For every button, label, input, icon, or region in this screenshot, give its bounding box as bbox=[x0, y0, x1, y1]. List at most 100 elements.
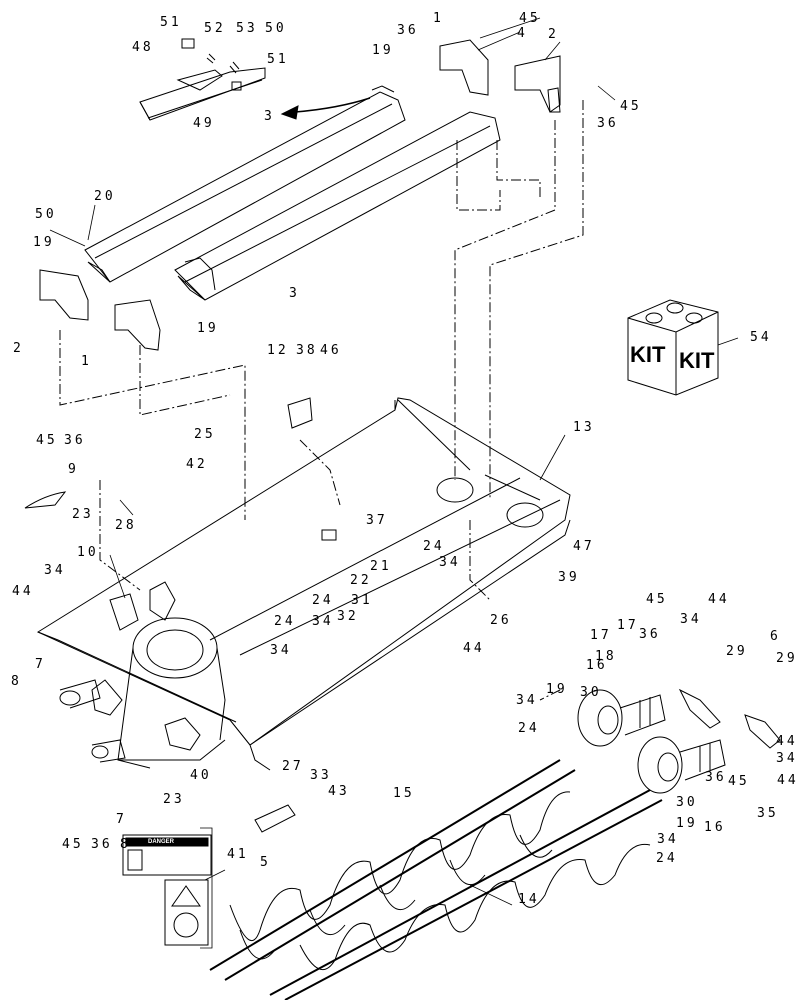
callout-label: 7 bbox=[116, 812, 127, 827]
callout-label: 30 bbox=[676, 795, 698, 810]
lower-cover-tube bbox=[174, 111, 501, 301]
callout-label: 6 bbox=[770, 629, 781, 644]
callout-label: 36 bbox=[639, 627, 661, 642]
callout-label: 54 bbox=[750, 330, 772, 345]
cover-latch-detail bbox=[139, 38, 266, 121]
bracket-12 bbox=[287, 397, 313, 429]
callout-label: 35 bbox=[757, 806, 779, 821]
callout-label: 23 bbox=[163, 792, 185, 807]
callout-label: 36 bbox=[597, 116, 619, 131]
callout-label: 5 bbox=[260, 855, 271, 870]
callout-label: 50 bbox=[265, 21, 287, 36]
callout-label: 34 bbox=[516, 693, 538, 708]
cover-detail-arrowhead bbox=[280, 105, 299, 120]
callout-label: 19 bbox=[676, 816, 698, 831]
callout-label: 44 bbox=[12, 584, 34, 599]
callout-label: 33 bbox=[310, 768, 332, 783]
callout-label: 41 bbox=[227, 847, 249, 862]
callout-label: 2 bbox=[548, 27, 559, 42]
danger-decal bbox=[122, 834, 212, 946]
leader-lines bbox=[49, 17, 739, 906]
callout-label: 30 bbox=[580, 685, 602, 700]
unloader-funnel bbox=[91, 581, 226, 769]
callout-label: 14 bbox=[518, 892, 540, 907]
callout-label: 36 bbox=[91, 837, 113, 852]
callout-label: 40 bbox=[190, 768, 212, 783]
callout-label: 48 bbox=[132, 40, 154, 55]
callout-label: 34 bbox=[270, 643, 292, 658]
callout-label: 52 bbox=[204, 21, 226, 36]
callout-label: 49 bbox=[193, 116, 215, 131]
callout-label: 24 bbox=[656, 851, 678, 866]
callout-label: 39 bbox=[558, 570, 580, 585]
callout-label: 34 bbox=[44, 563, 66, 578]
callout-label: 51 bbox=[267, 52, 289, 67]
callout-label: 24 bbox=[518, 721, 540, 736]
end-plates-6 bbox=[678, 688, 781, 749]
callout-label: 45 bbox=[36, 433, 58, 448]
auger-15 bbox=[209, 759, 576, 981]
callout-label: 29 bbox=[776, 651, 798, 666]
bearing-assembly-lower bbox=[637, 736, 726, 794]
callout-label: 36 bbox=[64, 433, 86, 448]
callout-label: 9 bbox=[68, 462, 79, 477]
callout-label: 16 bbox=[704, 820, 726, 835]
callout-label: 36 bbox=[705, 770, 727, 785]
callout-label: 8 bbox=[120, 837, 131, 852]
block-37 bbox=[321, 529, 337, 541]
left-end-brackets bbox=[39, 269, 161, 351]
callout-label: 46 bbox=[320, 343, 342, 358]
callout-label: 34 bbox=[439, 555, 461, 570]
callout-label: 47 bbox=[573, 539, 595, 554]
callout-label: 17 bbox=[617, 618, 639, 633]
callout-label: 45 bbox=[728, 774, 750, 789]
kit-box-icon bbox=[627, 299, 719, 396]
callout-label: 50 bbox=[35, 207, 57, 222]
callout-label: 34 bbox=[312, 614, 334, 629]
callout-label: 51 bbox=[160, 15, 182, 30]
callout-label: 19 bbox=[372, 43, 394, 58]
callout-label: 12 bbox=[267, 343, 289, 358]
kit-label-left: KIT bbox=[630, 342, 666, 367]
callout-label: 2 bbox=[13, 341, 24, 356]
bearing-assembly-upper bbox=[577, 689, 666, 747]
callout-label: 43 bbox=[328, 784, 350, 799]
idler-assemblies bbox=[59, 679, 126, 763]
shield-9 bbox=[24, 491, 67, 509]
callout-label: 16 bbox=[586, 658, 608, 673]
callout-label: 53 bbox=[236, 21, 258, 36]
callout-label: 21 bbox=[370, 559, 392, 574]
upper-cover-tube bbox=[84, 85, 406, 283]
callout-label: 24 bbox=[312, 593, 334, 608]
callout-label: 19 bbox=[546, 682, 568, 697]
callout-label: 3 bbox=[289, 286, 300, 301]
callout-label: 25 bbox=[194, 427, 216, 442]
callout-label: 44 bbox=[708, 592, 730, 607]
cover-detail-arrow bbox=[294, 97, 371, 113]
callout-label: 18 bbox=[595, 649, 617, 664]
callout-label: 22 bbox=[350, 573, 372, 588]
kit-label-right: KIT bbox=[679, 348, 715, 373]
callout-label: 20 bbox=[94, 189, 116, 204]
alignment-lines bbox=[59, 100, 584, 701]
callout-label: 45 bbox=[646, 592, 668, 607]
callout-label: 31 bbox=[351, 593, 373, 608]
callout-label: 44 bbox=[776, 734, 798, 749]
callout-label: 45 bbox=[62, 837, 84, 852]
callout-label: 45 bbox=[519, 11, 541, 26]
callout-label: 32 bbox=[337, 609, 359, 624]
plate-5 bbox=[254, 804, 296, 833]
callout-label: 27 bbox=[282, 759, 304, 774]
callout-label: 3 bbox=[264, 109, 275, 124]
callout-label: 34 bbox=[657, 832, 679, 847]
callout-label: 45 bbox=[620, 99, 642, 114]
callout-label: 38 bbox=[296, 343, 318, 358]
callout-label: 36 bbox=[397, 23, 419, 38]
callout-label: 29 bbox=[726, 644, 748, 659]
callout-label: 19 bbox=[33, 235, 55, 250]
callout-label: 23 bbox=[72, 507, 94, 522]
callout-label: 1 bbox=[433, 11, 444, 26]
callout-label: 34 bbox=[680, 612, 702, 627]
